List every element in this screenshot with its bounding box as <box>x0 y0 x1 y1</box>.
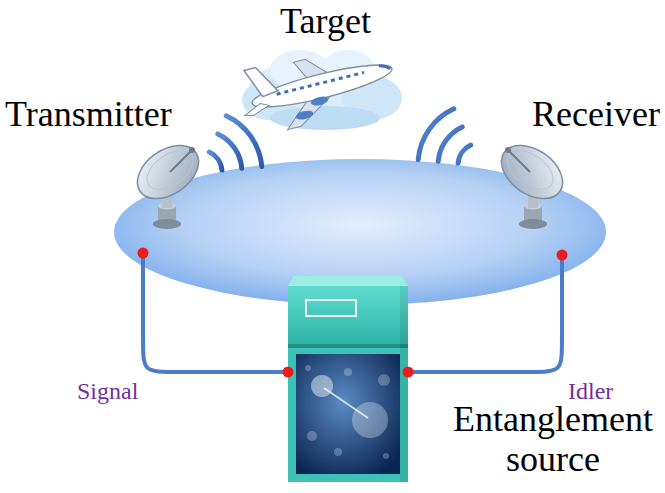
transmitter-waves-part <box>226 116 262 167</box>
transmitter-dish-part <box>170 150 192 172</box>
endpoint-dot <box>403 367 414 378</box>
cabinet-slot <box>306 300 356 316</box>
cabinet-body <box>288 348 408 482</box>
transmitter-dish <box>128 134 209 229</box>
transmitter-dish-part <box>140 143 200 197</box>
receiver-waves-part <box>418 109 454 160</box>
receiver-waves-part <box>458 145 471 163</box>
node-label: Receiver <box>464 95 660 135</box>
endpoint-dot <box>138 248 149 259</box>
cabinet-shade <box>400 286 408 482</box>
receiver-dish <box>492 134 573 229</box>
bubble <box>307 431 317 441</box>
particle <box>311 375 333 397</box>
receiver-dish-part <box>492 134 573 209</box>
fiber-line <box>143 253 288 372</box>
airplane-part <box>295 109 314 121</box>
node-label: Target <box>235 2 416 42</box>
endpoint-dot <box>283 367 294 378</box>
receiver-node: Receiver <box>464 95 660 255</box>
airplane-part <box>243 101 271 117</box>
receiver-waves-part <box>438 127 462 161</box>
bubble <box>334 448 342 456</box>
node-label: Transmitter <box>5 95 201 135</box>
receiver-dish-part <box>500 143 560 197</box>
cabinet-lid <box>288 286 408 344</box>
source-cabinet <box>288 276 408 482</box>
cabinet-seam <box>288 344 408 348</box>
airplane-part <box>310 95 329 107</box>
transmitter-waves-part <box>209 152 222 170</box>
receiver-waves <box>418 109 471 163</box>
edge-label: Idler <box>568 378 613 404</box>
receiver-dish-part <box>519 219 547 229</box>
airplane-part <box>244 64 278 100</box>
transmitter-waves <box>209 116 261 170</box>
transmitter-dish-part <box>153 219 181 229</box>
airplane-part <box>277 72 364 94</box>
node-label: Entanglement source <box>446 400 660 479</box>
cloud <box>242 50 402 130</box>
bubble <box>378 374 390 386</box>
edge-label: Signal <box>77 378 138 404</box>
receiver-dish-part <box>508 150 530 172</box>
endpoint-dot <box>557 250 568 261</box>
bubble <box>344 368 352 376</box>
cabinet-screen <box>296 354 400 474</box>
cabinet-top <box>288 276 408 286</box>
bubble <box>305 365 311 371</box>
transmitter-node: Transmitter <box>5 95 201 253</box>
transmitter-waves-part <box>218 134 242 168</box>
airplane <box>234 36 400 139</box>
fiber-line <box>408 255 562 372</box>
transmitter-dish-part <box>128 134 209 209</box>
cloud-part <box>270 106 380 130</box>
entanglement-source-box: Entanglement source <box>288 276 408 482</box>
particle <box>352 402 388 438</box>
receiver-dish-part <box>505 147 511 153</box>
transmitter-dish-part <box>189 147 195 153</box>
airplane-part <box>379 63 390 71</box>
bubble <box>383 453 389 459</box>
target-label-group: Target <box>235 2 416 132</box>
